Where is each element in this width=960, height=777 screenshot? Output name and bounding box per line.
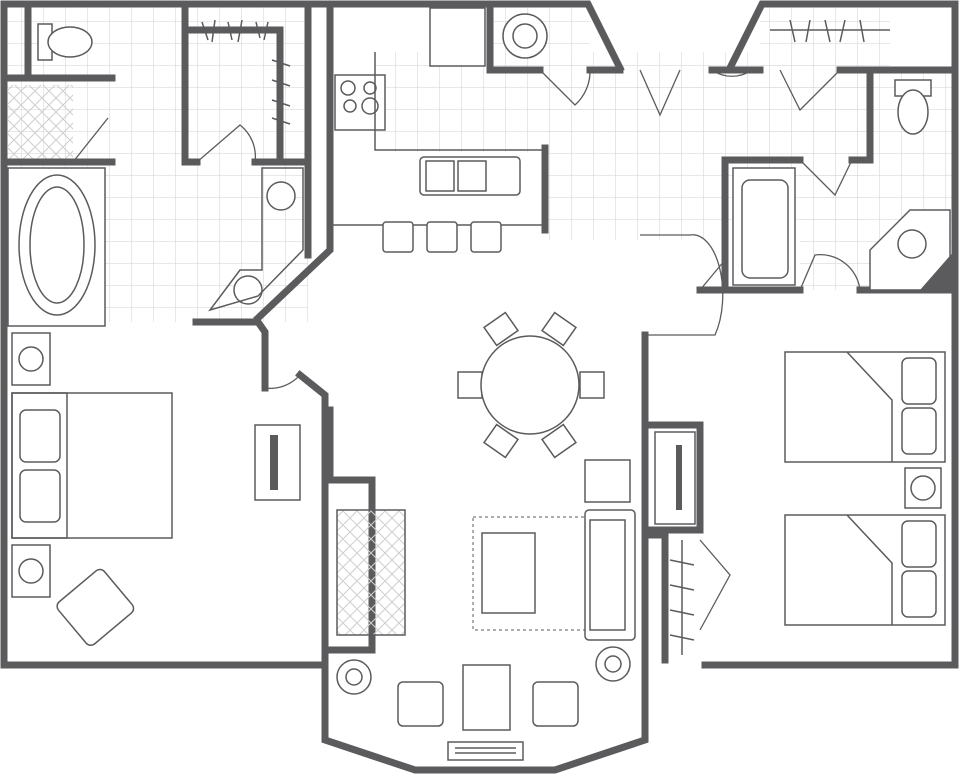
second-bedroom: [654, 351, 946, 655]
bar-stool-icon: [382, 221, 502, 253]
refrigerator-icon: [429, 7, 486, 67]
master-bedroom: [11, 332, 301, 647]
dining-set: [457, 311, 605, 459]
sink-icon: [869, 209, 951, 291]
tv-icon: [654, 431, 696, 525]
coffee-table: [481, 532, 536, 614]
kitchen-sink-icon: [419, 156, 521, 196]
fireplace-icon: [336, 509, 406, 636]
lamp-table-icon: [336, 646, 631, 695]
doors: [72, 69, 861, 631]
bathtub-icon: [732, 167, 796, 286]
second-bath: [732, 19, 955, 291]
master-bath: [7, 19, 304, 327]
bathtub-icon: [7, 167, 106, 327]
closet-rod-icon: [669, 540, 695, 655]
sofa-icon: [584, 509, 636, 641]
closet-rod-icon: [201, 19, 291, 125]
washer-icon: [502, 13, 548, 59]
toilet-icon: [894, 79, 932, 135]
bed-icon: [11, 392, 173, 539]
bay-table: [462, 664, 511, 731]
kitchen-counter: [374, 52, 545, 151]
vanity-counter: [208, 167, 304, 312]
stove-icon: [334, 74, 386, 131]
side-table: [584, 459, 631, 503]
kitchen: [333, 7, 548, 253]
tv-icon: [254, 424, 301, 501]
twin-bed-icon: [784, 514, 946, 626]
living-area: [336, 459, 636, 761]
shower-floor: [8, 85, 73, 160]
twin-bed-icon: [784, 351, 946, 463]
nightstand-lamp-icon: [904, 467, 942, 509]
armchair-icon: [56, 568, 135, 647]
nightstand-lamp-icon: [11, 332, 51, 598]
rug: [472, 516, 591, 631]
dining-table: [480, 335, 580, 435]
dining-chair-icon: [457, 311, 605, 459]
tile-floors: [4, 4, 955, 322]
armchair-icon: [397, 681, 579, 727]
heater-vent-icon: [447, 741, 524, 761]
toilet-icon: [37, 23, 93, 61]
closet-rod-icon: [770, 19, 890, 43]
